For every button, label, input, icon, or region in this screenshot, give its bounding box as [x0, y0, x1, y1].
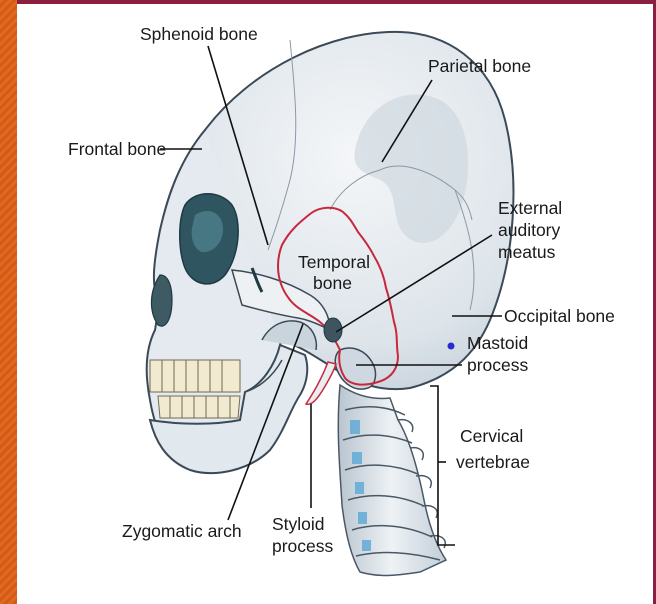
label-external-auditory-meatus-1: External: [498, 198, 562, 218]
label-zygomatic-arch: Zygomatic arch: [122, 521, 242, 541]
coronal-suture: [267, 39, 297, 251]
label-temporal-bone-1: Temporal: [298, 252, 370, 272]
label-external-auditory-meatus-3: meatus: [498, 242, 556, 262]
squamosal-suture: [329, 165, 473, 221]
parietal-shading: [354, 94, 469, 243]
styloid-shape: [304, 361, 337, 406]
label-cervical-vertebrae-2: vertebrae: [456, 452, 530, 472]
mandible: [148, 343, 309, 474]
label-frontal-bone: Frontal bone: [68, 139, 166, 159]
leader-lines: [160, 45, 502, 546]
lower-teeth: [157, 395, 241, 419]
left-decorative-stripe: [0, 0, 17, 604]
label-sphenoid-bone: Sphenoid bone: [140, 24, 258, 44]
external-auditory-meatus-hole: [323, 317, 343, 343]
label-parietal-bone: Parietal bone: [428, 56, 531, 76]
upper-teeth: [149, 359, 241, 393]
label-styloid-process-2: process: [272, 536, 334, 556]
label-external-auditory-meatus-2: auditory: [498, 220, 561, 240]
label-mastoid-process-1: Mastoid: [467, 333, 528, 353]
marker-dot: [447, 342, 455, 350]
label-cervical-vertebrae-1: Cervical: [460, 426, 523, 446]
label-mastoid-process-2: process: [467, 355, 529, 375]
cervical-vertebrae: [337, 383, 448, 577]
label-temporal-bone-2: bone: [313, 273, 352, 293]
temporal-bone-outline: [276, 206, 400, 386]
label-styloid-process-1: Styloid: [272, 514, 325, 534]
label-occipital-bone: Occipital bone: [504, 306, 615, 326]
nasal-cavity: [150, 274, 173, 327]
lambdoid-suture: [454, 189, 475, 311]
